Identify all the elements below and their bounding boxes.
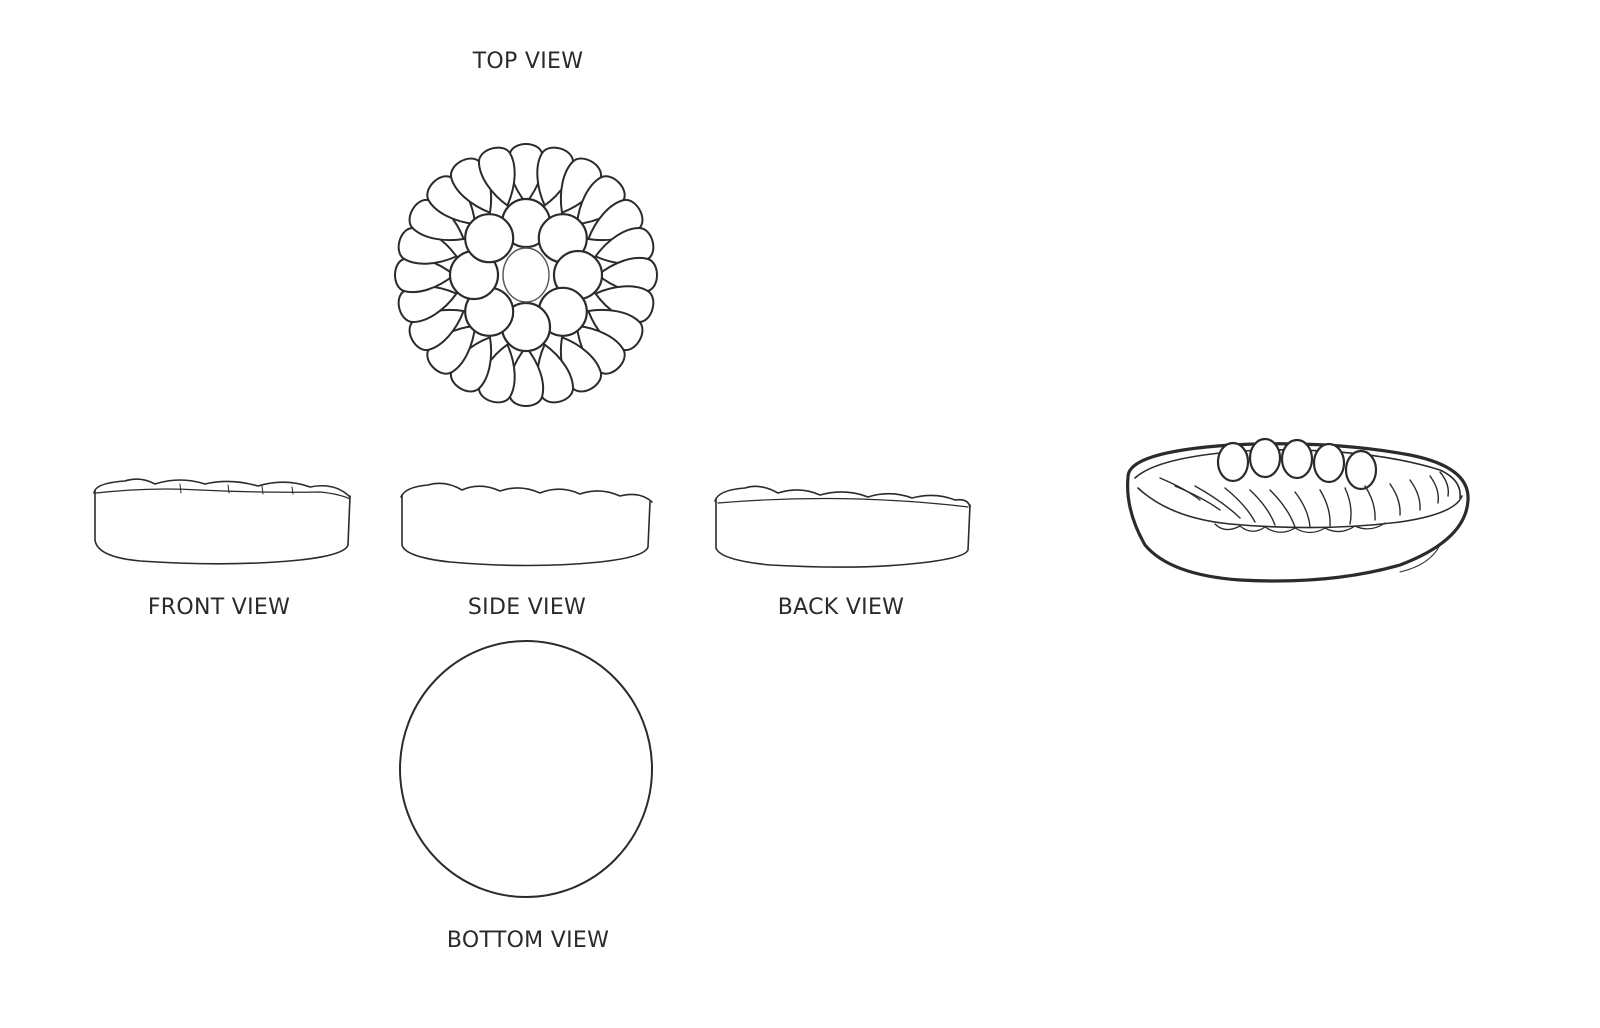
perspective-bulb bbox=[1216, 441, 1250, 483]
top-view-drawing bbox=[394, 143, 658, 407]
front-view-drawing bbox=[93, 478, 351, 565]
perspective-petal-line bbox=[1294, 491, 1311, 528]
side-view-drawing bbox=[400, 482, 653, 567]
perspective-petal-line bbox=[1429, 475, 1440, 504]
front-view-label: FRONT VIEW bbox=[147, 595, 291, 620]
center-bulb bbox=[502, 247, 550, 303]
perspective-petal-line bbox=[1409, 479, 1421, 511]
perspective-petal-line bbox=[1364, 485, 1376, 521]
perspective-bulb bbox=[1312, 442, 1346, 484]
perspective-petal-line bbox=[1344, 487, 1352, 525]
perspective-petal-line bbox=[1174, 485, 1221, 511]
perspective-petal-line bbox=[1389, 483, 1401, 516]
perspective-petal-line bbox=[1249, 489, 1276, 526]
inner-bulb-ring bbox=[448, 197, 604, 353]
back-view-drawing bbox=[714, 485, 971, 568]
perspective-view-drawing bbox=[1126, 437, 1470, 583]
perspective-petal-line bbox=[1224, 487, 1256, 523]
inner-bulb bbox=[464, 213, 515, 264]
outer-petal-ring bbox=[394, 143, 658, 407]
perspective-bulbs bbox=[1216, 437, 1378, 491]
perspective-petal-lines bbox=[1159, 471, 1450, 528]
perspective-bulb bbox=[1344, 449, 1378, 491]
perspective-petal-line bbox=[1194, 485, 1241, 519]
outer-petal bbox=[477, 146, 516, 207]
perspective-petal-line bbox=[1159, 477, 1201, 501]
back-view-label: BACK VIEW bbox=[777, 595, 905, 620]
perspective-petal-line bbox=[1319, 489, 1331, 527]
perspective-petal-line bbox=[1269, 489, 1296, 528]
top-view-label: TOP VIEW bbox=[472, 49, 584, 74]
side-view-label: SIDE VIEW bbox=[467, 595, 587, 620]
bottom-view-label: BOTTOM VIEW bbox=[446, 928, 610, 953]
bottom-view-drawing bbox=[399, 640, 653, 898]
perspective-bulb bbox=[1248, 437, 1282, 479]
perspective-bulb bbox=[1280, 438, 1314, 480]
perspective-petal-line bbox=[1439, 471, 1450, 497]
